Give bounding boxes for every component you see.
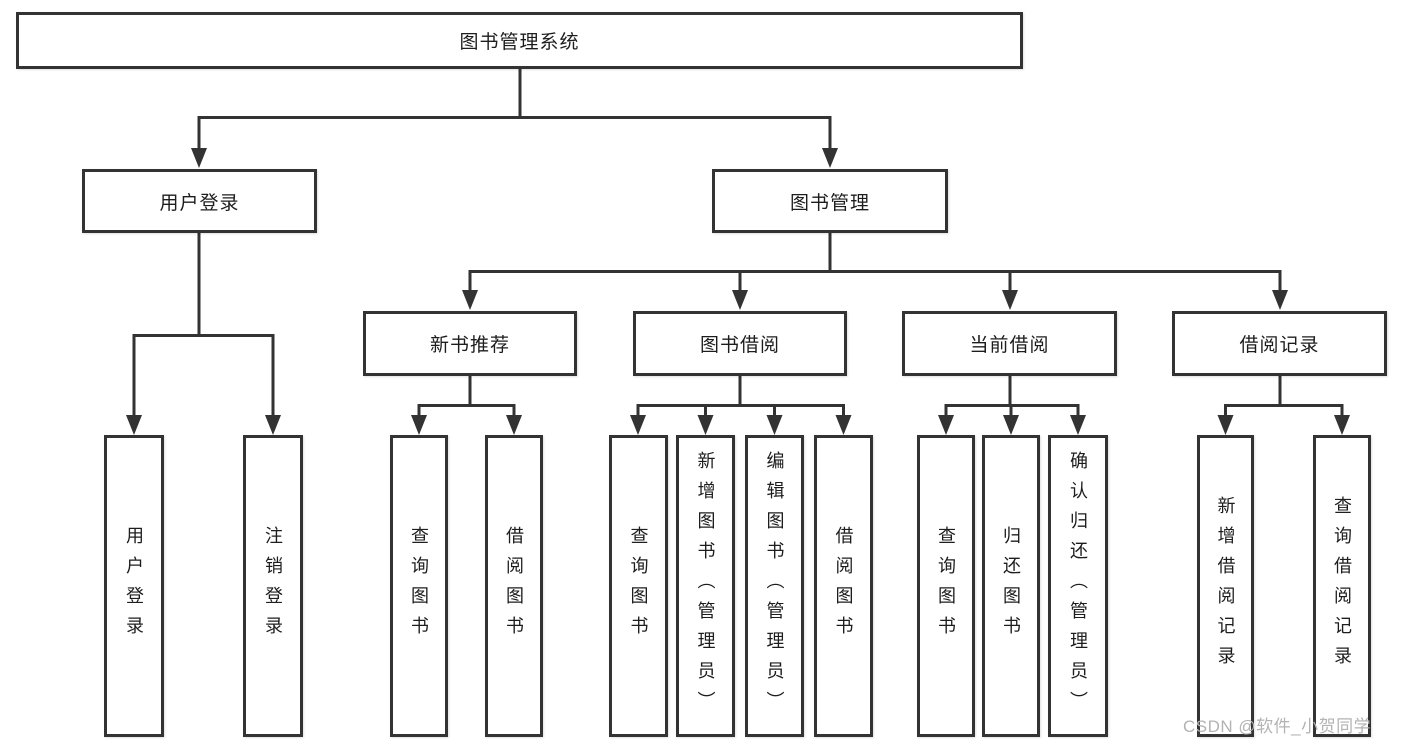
- group-current-borrow: 当前借阅: [902, 311, 1117, 376]
- leaf-br-query-record: 查询借阅记录: [1313, 435, 1371, 737]
- node-user-login-label: 用户登录: [159, 192, 240, 214]
- watermark: CSDN @软件_小贺同学: [1183, 717, 1372, 736]
- leaf-nbr-borrow-book: 借阅图书: [485, 435, 543, 737]
- leaf-nbr-borrow-book-label: 借阅图书: [504, 526, 524, 646]
- leaf-cb-return-book-label: 归还图书: [1001, 526, 1021, 646]
- node-book-mgmt: 图书管理: [712, 169, 948, 233]
- leaf-bb-edit-book-admin-label: 编辑图书（管理员）: [764, 451, 785, 721]
- leaf-nbr-query-book-label: 查询图书: [409, 526, 429, 646]
- leaf-user-login-label: 用户登录: [124, 526, 144, 646]
- group-borrow-records-label: 借阅记录: [1239, 335, 1320, 356]
- group-current-borrow-label: 当前借阅: [969, 335, 1050, 356]
- leaf-bb-query-book-label: 查询图书: [628, 526, 649, 646]
- leaf-user-login: 用户登录: [104, 435, 164, 737]
- leaf-br-add-record-label: 新增借阅记录: [1215, 496, 1236, 676]
- leaf-bb-add-book-admin-label: 新增图书（管理员）: [695, 451, 716, 721]
- leaf-bb-borrow-book-label: 借阅图书: [833, 526, 854, 646]
- leaf-cb-query-book-label: 查询图书: [936, 526, 956, 646]
- node-root-label: 图书管理系统: [459, 32, 580, 53]
- group-borrow-records: 借阅记录: [1172, 311, 1387, 376]
- group-new-book-recommend: 新书推荐: [363, 311, 577, 376]
- group-new-book-recommend-label: 新书推荐: [429, 335, 510, 356]
- leaf-br-add-record: 新增借阅记录: [1197, 435, 1254, 737]
- leaf-bb-add-book-admin: 新增图书（管理员）: [676, 435, 735, 737]
- leaf-logout: 注销登录: [243, 435, 303, 737]
- group-book-borrow: 图书借阅: [633, 311, 847, 376]
- leaf-cb-query-book: 查询图书: [917, 435, 975, 737]
- group-book-borrow-label: 图书借阅: [699, 335, 780, 356]
- leaf-logout-label: 注销登录: [263, 526, 283, 646]
- leaf-nbr-query-book: 查询图书: [390, 435, 448, 737]
- leaf-cb-confirm-return-admin: 确认归还（管理员）: [1048, 435, 1108, 737]
- node-book-mgmt-label: 图书管理: [789, 192, 870, 214]
- leaf-bb-edit-book-admin: 编辑图书（管理员）: [745, 435, 804, 737]
- leaf-cb-confirm-return-admin-label: 确认归还（管理员）: [1068, 451, 1088, 721]
- leaf-bb-borrow-book: 借阅图书: [814, 435, 873, 737]
- leaf-cb-return-book: 归还图书: [982, 435, 1040, 737]
- node-user-login: 用户登录: [82, 169, 317, 233]
- leaf-br-query-record-label: 查询借阅记录: [1332, 496, 1352, 676]
- node-root: 图书管理系统: [16, 12, 1023, 69]
- leaf-bb-query-book: 查询图书: [609, 435, 668, 737]
